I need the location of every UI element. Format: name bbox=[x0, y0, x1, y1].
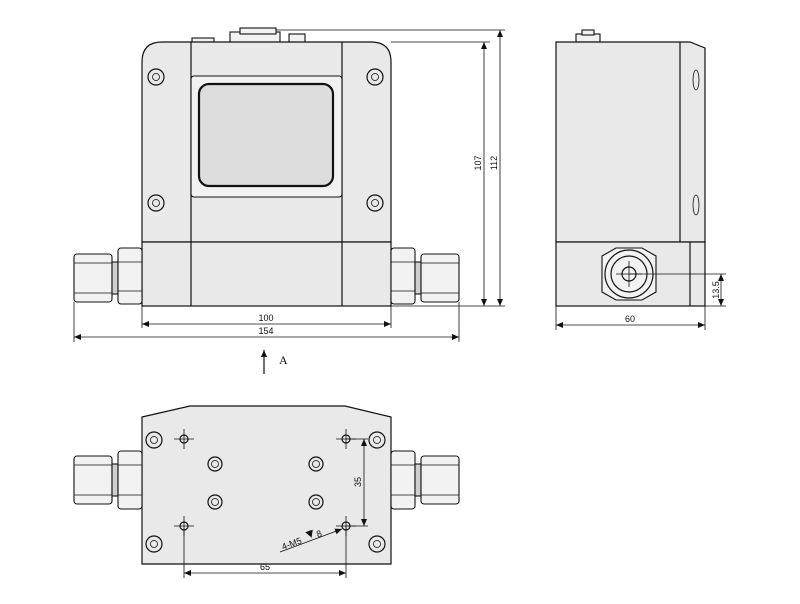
inner-hole bbox=[308, 456, 324, 472]
dimension-label: 35 bbox=[353, 477, 363, 487]
bottom-body bbox=[141, 405, 392, 565]
inner-hole bbox=[308, 494, 324, 510]
dimension-35: 35 bbox=[346, 438, 368, 527]
left-fitting bbox=[73, 247, 143, 305]
dimension-label: 154 bbox=[258, 326, 273, 336]
bottom-view: 35 65 4-M5 8 bbox=[73, 405, 460, 578]
view-arrow-a: A bbox=[261, 350, 288, 374]
bottom-screw bbox=[145, 431, 163, 449]
bottom-left-fitting bbox=[73, 450, 143, 510]
top-connector-cap bbox=[239, 27, 277, 35]
dimension-60: 60 bbox=[555, 306, 706, 330]
right-fitting bbox=[390, 247, 460, 305]
front-screw bbox=[147, 68, 165, 86]
dimension-13-5: 13.5 bbox=[629, 273, 726, 307]
side-view: 60 13.5 bbox=[555, 29, 726, 330]
view-label: A bbox=[279, 353, 288, 367]
dimension-107: 107 bbox=[391, 41, 505, 307]
dimension-154: 154 bbox=[73, 302, 460, 342]
bottom-right-fitting bbox=[390, 450, 460, 510]
dimension-label: 100 bbox=[258, 313, 273, 323]
front-screw bbox=[366, 194, 384, 212]
bottom-screw bbox=[368, 535, 386, 553]
dimension-label: 65 bbox=[260, 562, 270, 572]
dimension-label: 13.5 bbox=[711, 281, 721, 299]
m5-hole bbox=[174, 429, 194, 449]
display-screen bbox=[197, 82, 335, 188]
front-base-block bbox=[141, 241, 392, 307]
front-view: 100 154 107 112 A bbox=[73, 27, 505, 374]
front-screw bbox=[147, 194, 165, 212]
bottom-screw bbox=[145, 535, 163, 553]
dimension-65: 65 bbox=[183, 526, 347, 578]
dimension-label: 112 bbox=[489, 156, 499, 170]
inner-hole bbox=[207, 456, 223, 472]
bottom-screw bbox=[368, 431, 386, 449]
dimension-112: 112 bbox=[276, 29, 505, 306]
dimension-label: 60 bbox=[625, 314, 635, 324]
dimension-label: 107 bbox=[473, 155, 483, 170]
inner-hole bbox=[207, 494, 223, 510]
thread-depth-label: 8 bbox=[315, 528, 323, 539]
side-upper-body bbox=[555, 41, 706, 243]
dimension-100: 100 bbox=[141, 306, 392, 328]
front-screw bbox=[366, 68, 384, 86]
